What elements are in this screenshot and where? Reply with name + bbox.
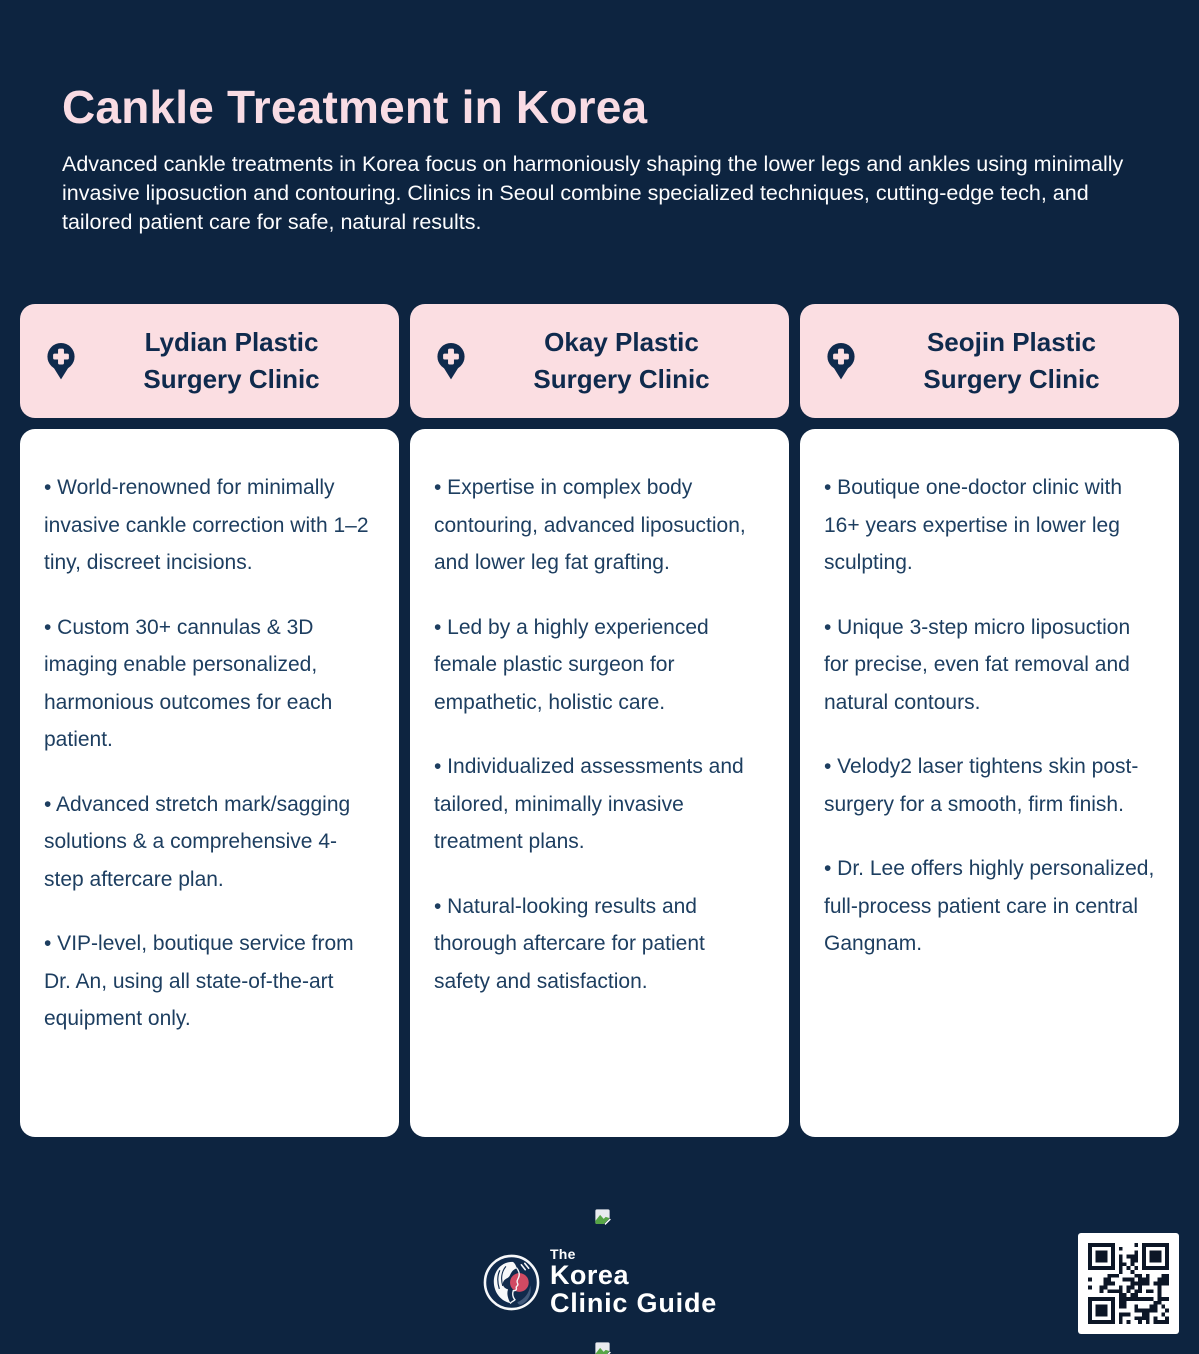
clinic-header: Seojin Plastic Surgery Clinic (800, 304, 1179, 418)
page-subtitle: Advanced cankle treatments in Korea focu… (62, 151, 1124, 234)
brand-text: The Korea Clinic Guide (549, 1246, 718, 1318)
brand-line-clinic-guide: Clinic Guide (549, 1288, 718, 1318)
clinic-card-okay: Okay Plastic Surgery Clinic • Expertise … (410, 304, 789, 1137)
clinic-name-wrap: Seojin Plastic Surgery Clinic (862, 324, 1161, 398)
clinic-card-seojin: Seojin Plastic Surgery Clinic • Boutique… (800, 304, 1179, 1137)
clinic-body: • Expertise in complex body contouring, … (410, 429, 789, 1137)
clinic-name: Okay Plastic Surgery Clinic (533, 327, 710, 394)
broken-image-icon (593, 1207, 612, 1226)
page-header: Cankle Treatment in Korea Advanced cankl… (62, 82, 1147, 237)
clinic-card-lydian: Lydian Plastic Surgery Clinic • World-re… (20, 304, 399, 1137)
location-pin-icon (47, 342, 75, 379)
location-pin-icon (827, 342, 855, 379)
footer-logo: The Korea Clinic Guide (0, 1247, 1199, 1317)
clinic-bullet: • VIP-level, boutique service from Dr. A… (44, 932, 354, 1030)
page-title: Cankle Treatment in Korea (62, 81, 648, 133)
brand-line-the: The (549, 1246, 576, 1262)
clinic-name: Lydian Plastic Surgery Clinic (143, 327, 320, 394)
brand-line-korea: Korea (549, 1260, 629, 1290)
clinic-bullet: • Advanced stretch mark/sagging solution… (44, 792, 351, 891)
clinic-bullet: • Unique 3-step micro liposuction for pr… (824, 615, 1131, 714)
clinic-columns: Lydian Plastic Surgery Clinic • World-re… (20, 304, 1179, 1137)
clinic-bullet: • Custom 30+ cannulas & 3D imaging enabl… (44, 615, 333, 752)
clinic-bullet: • Boutique one-doctor clinic with 16+ ye… (824, 476, 1123, 574)
clinic-bullet: • Individualized assessments and tailore… (434, 755, 744, 853)
qr-code (1078, 1233, 1179, 1334)
clinic-body: • World-renowned for minimally invasive … (20, 429, 399, 1137)
clinic-name-wrap: Okay Plastic Surgery Clinic (472, 324, 771, 398)
clinic-header: Okay Plastic Surgery Clinic (410, 304, 789, 418)
clinic-header: Lydian Plastic Surgery Clinic (20, 304, 399, 418)
clinic-body: • Boutique one-doctor clinic with 16+ ye… (800, 429, 1179, 1137)
clinic-bullet: • Dr. Lee offers highly personalized, fu… (824, 857, 1155, 955)
location-pin-icon (437, 342, 465, 379)
clinic-bullet: • World-renowned for minimally invasive … (44, 476, 369, 574)
clinic-name-wrap: Lydian Plastic Surgery Clinic (82, 324, 381, 398)
broken-image-icon (593, 1340, 612, 1354)
clinic-bullet: • Expertise in complex body contouring, … (434, 476, 746, 574)
clinic-bullet: • Natural-looking results and thorough a… (434, 894, 705, 993)
clinic-bullet: • Led by a highly experienced female pla… (434, 615, 709, 714)
korea-clinic-guide-logo-icon (482, 1253, 541, 1312)
clinic-name: Seojin Plastic Surgery Clinic (923, 327, 1100, 394)
clinic-bullet: • Velody2 laser tightens skin post-surge… (824, 755, 1139, 816)
